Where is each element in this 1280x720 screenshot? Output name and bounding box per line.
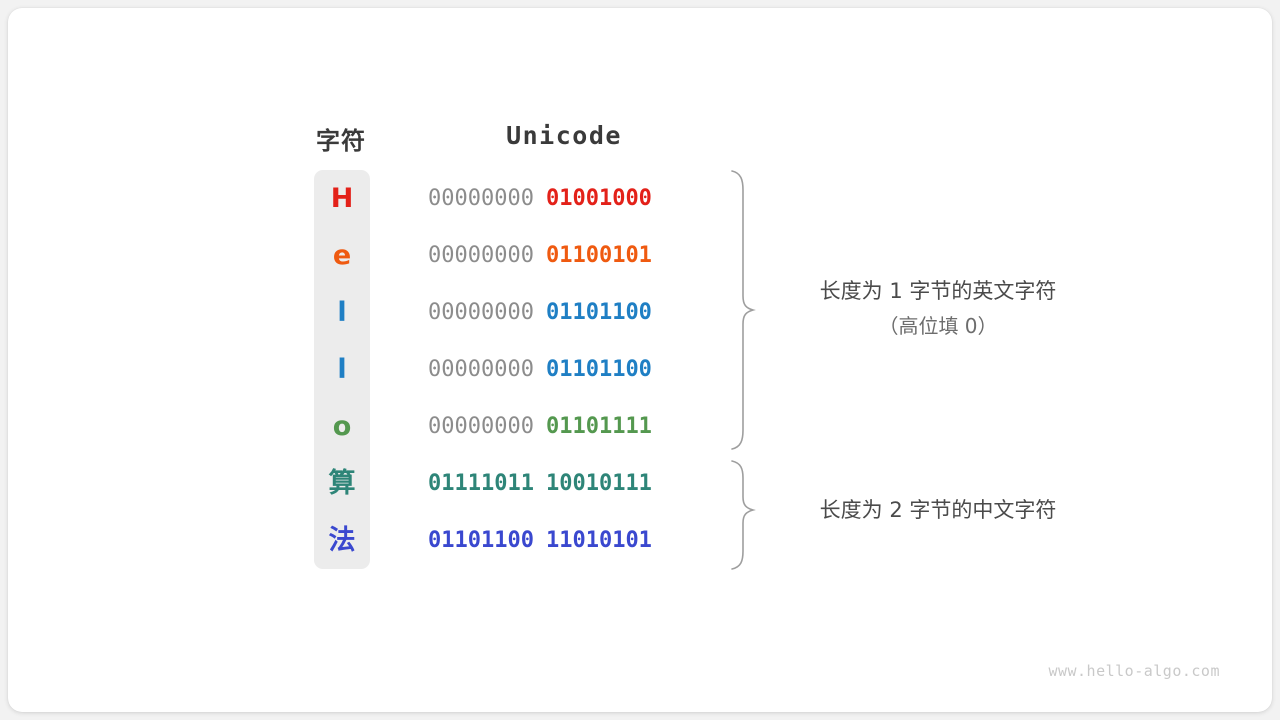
- high-byte: 00000000: [428, 186, 534, 211]
- unicode-bits-cell: 01101100 11010101: [428, 512, 708, 569]
- table-row: l 00000000 01101100: [8, 284, 1272, 341]
- character-cell: l: [337, 297, 347, 328]
- high-byte: 01111011: [428, 471, 534, 496]
- low-byte: 11010101: [545, 528, 652, 553]
- unicode-bits-cell: 00000000 01001000: [428, 170, 708, 227]
- unicode-bits-cell: 00000000 01101111: [428, 398, 708, 455]
- table-row: 法 01101100 11010101: [8, 512, 1272, 569]
- low-byte: 01100101: [545, 243, 652, 268]
- high-byte: 00000000: [428, 357, 534, 382]
- unicode-bits-cell: 01111011 10010111: [428, 455, 708, 512]
- table-row: 算 01111011 10010111: [8, 455, 1272, 512]
- high-byte: 00000000: [428, 414, 534, 439]
- unicode-bits-cell: 00000000 01101100: [428, 284, 708, 341]
- low-byte: 10010111: [545, 471, 652, 496]
- unicode-bits-cell: 00000000 01101100: [428, 341, 708, 398]
- annotation-english-group: 长度为 1 字节的英文字符 （高位填 0）: [768, 273, 1108, 343]
- column-header-character: 字符: [316, 128, 366, 155]
- high-byte: 00000000: [428, 300, 534, 325]
- table-row: o 00000000 01101111: [8, 398, 1272, 455]
- annotation-english-line2: （高位填 0）: [878, 314, 998, 338]
- high-byte: 00000000: [428, 243, 534, 268]
- annotation-english-line1: 长度为 1 字节的英文字符: [819, 279, 1057, 303]
- table-row: l 00000000 01101100: [8, 341, 1272, 398]
- low-byte: 01101100: [545, 357, 652, 382]
- character-column-background: [314, 170, 370, 569]
- low-byte: 01101111: [545, 414, 652, 439]
- table-row: e 00000000 01100101: [8, 227, 1272, 284]
- low-byte: 01101100: [545, 300, 652, 325]
- character-cell: 法: [328, 525, 356, 556]
- unicode-bits-cell: 00000000 01100101: [428, 227, 708, 284]
- annotation-chinese-line1: 长度为 2 字节的中文字符: [819, 498, 1057, 522]
- low-byte: 01001000: [545, 186, 652, 211]
- character-cell: o: [332, 411, 352, 442]
- annotation-chinese-group: 长度为 2 字节的中文字符: [768, 492, 1108, 528]
- character-cell: 算: [328, 468, 356, 499]
- high-byte: 01101100: [428, 528, 534, 553]
- character-cell: l: [337, 354, 347, 385]
- character-cell: H: [330, 183, 354, 214]
- character-cell: e: [332, 240, 352, 271]
- watermark: www.hello-algo.com: [1048, 662, 1220, 680]
- table-row: H 00000000 01001000: [8, 170, 1272, 227]
- diagram-card: 字符 Unicode H 00000000 01001000 e 00000000 011…: [8, 8, 1272, 712]
- column-header-unicode: Unicode: [506, 121, 622, 150]
